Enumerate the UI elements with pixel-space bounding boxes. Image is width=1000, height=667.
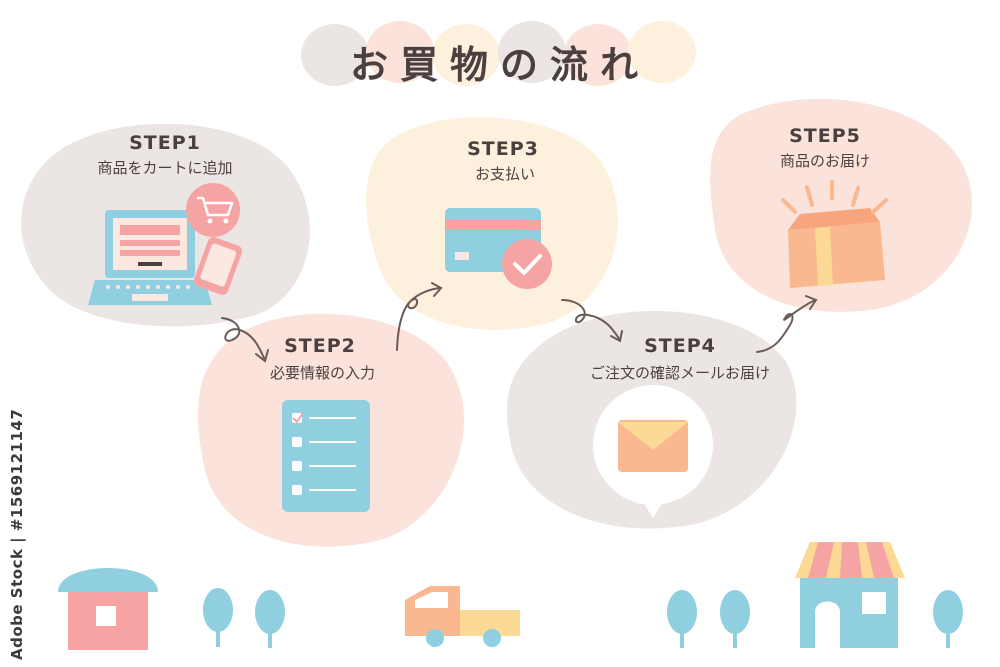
- tree-icon-1: [203, 588, 233, 647]
- step2-label: STEP2: [265, 335, 375, 357]
- step4-label: STEP4: [625, 335, 735, 357]
- checklist-icon: [282, 400, 370, 512]
- delivery-truck-icon: [405, 586, 520, 647]
- house-icon: [58, 568, 158, 650]
- step4-desc: ご注文の確認メールお届け: [540, 362, 820, 383]
- tree-icon-4: [720, 590, 750, 648]
- cart-icon: [186, 183, 240, 237]
- page-title-container: お買物の流れ: [290, 20, 710, 100]
- step1-label: STEP1: [110, 132, 220, 154]
- step3-label: STEP3: [448, 138, 558, 160]
- shop-icon: [795, 542, 905, 648]
- step2-desc: 必要情報の入力: [240, 362, 405, 383]
- tree-icon-2: [255, 590, 285, 648]
- step1-desc: 商品をカートに追加: [70, 157, 260, 178]
- step5-label: STEP5: [770, 125, 880, 147]
- stock-watermark: Adobe Stock | #1569121147: [8, 430, 30, 660]
- tree-icon-5: [933, 590, 963, 648]
- stock-watermark-text: Adobe Stock | #1569121147: [8, 409, 26, 660]
- page-title: お買物の流れ: [290, 34, 710, 89]
- tree-icon-3: [667, 590, 697, 648]
- check-circle-icon: [502, 239, 552, 289]
- step5-desc: 商品のお届け: [755, 150, 895, 171]
- step3-desc: お支払い: [440, 163, 570, 184]
